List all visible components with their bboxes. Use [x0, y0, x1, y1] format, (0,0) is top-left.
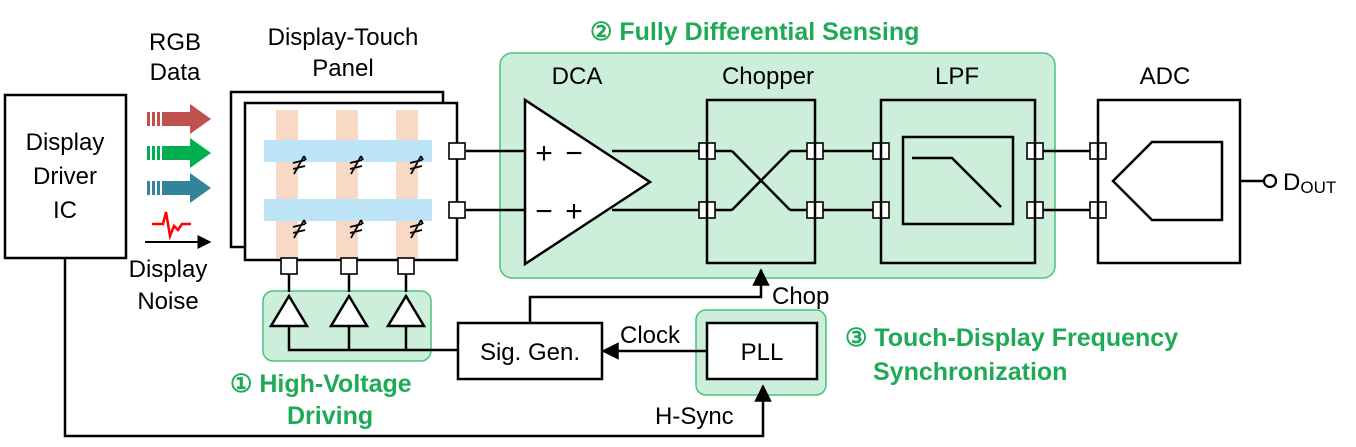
dca-label: DCA — [552, 63, 603, 90]
display-driver-ic-label-line2: Driver — [33, 163, 97, 190]
panel-row-2 — [264, 199, 432, 221]
pad-panel-col-3 — [397, 257, 415, 275]
signal-generator-label: Sig. Gen. — [480, 339, 580, 366]
dout-label: DOUT — [1283, 169, 1336, 197]
display-driver-ic-box — [3, 93, 128, 260]
differential-sensing-highlight — [499, 52, 1056, 279]
panel-column-3 — [396, 110, 418, 258]
panel-label-line1: Display-Touch — [268, 24, 419, 51]
rgb-label-line2: Data — [150, 59, 201, 86]
display-driver-ic-label-line3: IC — [53, 197, 77, 224]
display-noise-label-line1: Display — [129, 256, 208, 283]
driver-3-amplifier-icon — [385, 293, 427, 328]
high-voltage-drivers — [268, 293, 427, 328]
variable-capacitor-icon — [409, 219, 424, 239]
chopper-box — [705, 98, 817, 265]
dout-label-subscript: OUT — [1300, 178, 1336, 197]
adc-label: ADC — [1140, 63, 1191, 90]
callout-frequency-sync-line1: ③ Touch-Display Frequency — [845, 324, 1178, 352]
lpf-graph-frame — [901, 135, 1015, 226]
callout-frequency-sync-line2: Synchronization — [873, 358, 1067, 386]
callout-high-voltage-driving-line1: ① High-Voltage — [230, 370, 412, 398]
dca-sign-plus-top: + — [535, 137, 553, 170]
clock-label: Clock — [620, 322, 681, 349]
dca-amplifier-icon — [523, 97, 653, 267]
dout-label-main: D — [1283, 169, 1300, 196]
variable-capacitor-icon — [292, 219, 307, 239]
lowpass-response-icon — [912, 156, 1002, 208]
lpf-box — [879, 98, 1037, 265]
connection-pads — [280, 142, 1107, 275]
panel-row-1 — [264, 140, 432, 162]
display-noise-label-line2: Noise — [137, 288, 198, 315]
callout-high-voltage-driving-line2: Driving — [287, 402, 373, 430]
panel-capacitors — [292, 155, 424, 239]
hsync-label: H-Sync — [655, 403, 734, 430]
variable-capacitor-icon — [349, 219, 364, 239]
pll-label: PLL — [741, 339, 784, 366]
wire-siggen-to-chopper — [528, 268, 770, 323]
wire-hsync — [63, 258, 772, 438]
blue-data-arrow-icon — [147, 173, 211, 203]
pll-box — [705, 321, 819, 381]
cross-switch-icon — [715, 149, 807, 212]
noise-glitch-icon — [152, 211, 191, 241]
dca-sign-minus-top: − — [565, 137, 583, 170]
pad-panel-col-2 — [340, 257, 358, 275]
green-data-arrow-icon — [147, 138, 211, 168]
pad-panel-out-bottom — [448, 201, 466, 219]
panel-electrodes — [264, 110, 432, 258]
red-data-arrow-icon — [147, 104, 211, 134]
rgb-label-line1: RGB — [149, 29, 201, 56]
signal-generator-box — [456, 321, 604, 381]
variable-capacitor-icon — [292, 155, 307, 175]
driver-1-amplifier-icon — [268, 293, 310, 328]
adc-box — [1096, 98, 1242, 265]
rgb-data-arrows — [147, 104, 211, 203]
lpf-label: LPF — [935, 63, 979, 90]
chopper-label: Chopper — [722, 63, 814, 90]
display-driver-ic-label-line1: Display — [26, 129, 105, 156]
output-terminal-icon — [1262, 173, 1278, 189]
panel-label-line2: Panel — [312, 55, 373, 82]
chop-label: Chop — [772, 283, 829, 310]
wire-driver-bus — [287, 326, 458, 352]
pad-panel-out-top — [448, 142, 466, 160]
panel-column-2 — [336, 110, 358, 258]
signal-wires — [63, 149, 1264, 438]
dca-sign-minus-bottom: − — [535, 195, 553, 228]
dca-sign-plus-bottom: + — [565, 195, 583, 228]
callout-fully-differential-sensing: ② Fully Differential Sensing — [590, 18, 919, 46]
driver-2-amplifier-icon — [328, 293, 370, 328]
variable-capacitor-icon — [349, 155, 364, 175]
adc-hexagon-icon — [1111, 140, 1224, 222]
variable-capacitor-icon — [409, 155, 424, 175]
pad-panel-col-1 — [280, 257, 298, 275]
